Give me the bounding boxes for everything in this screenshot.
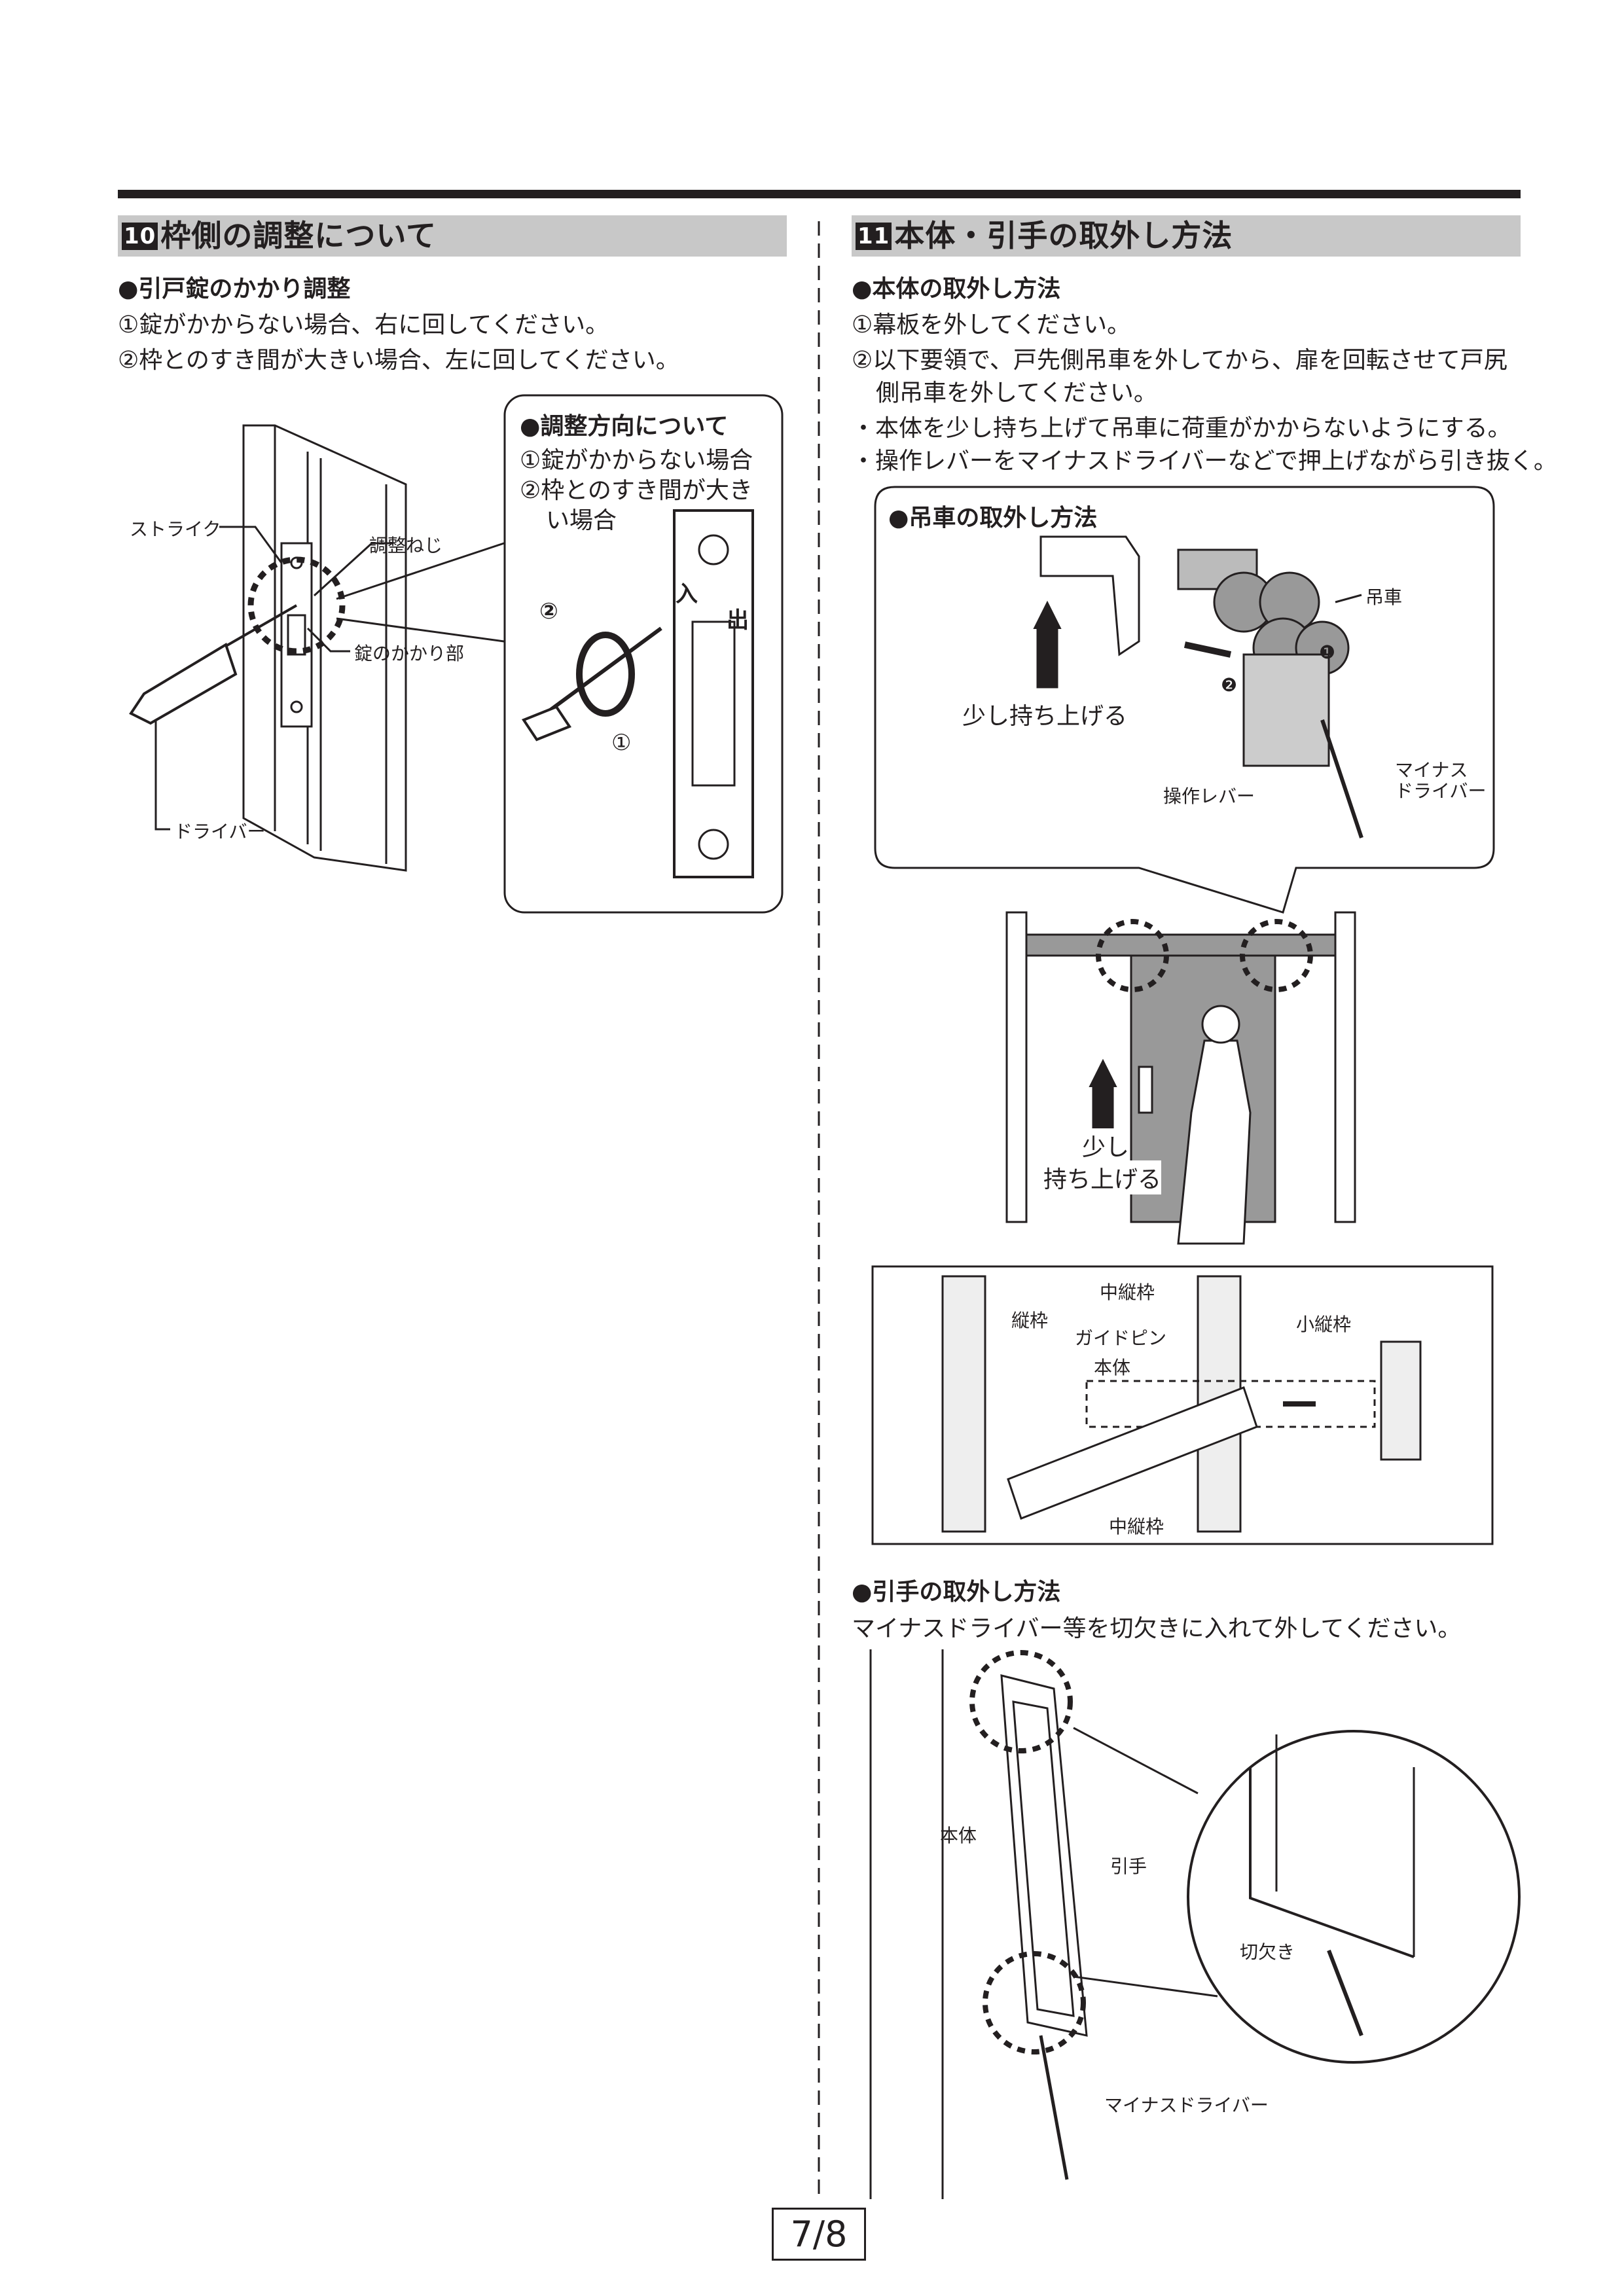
lever-label: 操作レバー xyxy=(1163,785,1255,807)
label-adjust-screw: 調整ねじ xyxy=(369,535,443,556)
section-number: 10 xyxy=(122,223,158,250)
lift-label: 少し持ち上げる xyxy=(962,703,1128,730)
label-notch: 切欠き xyxy=(1240,1941,1295,1963)
mark-1: ① xyxy=(611,730,632,756)
label-driver: マイナスドライバー xyxy=(1104,2094,1269,2116)
roller-callout-title: ●吊車の取外し方法 xyxy=(888,505,1098,531)
label-body: 本体 xyxy=(1094,1357,1131,1378)
label-middle-frame-bottom: 中縦枠 xyxy=(1109,1516,1164,1537)
label-handle: 引手 xyxy=(1110,1856,1147,1877)
driver-label-b: ドライバー xyxy=(1395,780,1487,802)
door-lift-b: 持ち上げる xyxy=(1043,1160,1162,1194)
plan-figure xyxy=(871,1265,1494,1545)
label-body: 本体 xyxy=(940,1825,977,1846)
mark-2: ❷ xyxy=(1221,674,1238,696)
door-figure xyxy=(1005,911,1356,1245)
step-2a: ②以下要領で、戸先側吊車を外してから、扉を回転させて戸尻 xyxy=(852,347,1507,374)
driver-label-a: マイナス xyxy=(1395,759,1468,781)
callout-line-1: ①錠がかからない場合 xyxy=(520,447,753,474)
mark-2: ② xyxy=(539,598,558,624)
strike-figure xyxy=(129,424,505,872)
section-title: 本体・引手の取外し方法 xyxy=(894,218,1233,253)
door-lift-a: 少し xyxy=(1082,1128,1130,1162)
step-2: ②枠とのすき間が大きい場合、左に回してください。 xyxy=(118,347,679,374)
label-vertical-frame: 縦枠 xyxy=(1011,1310,1049,1331)
section-number: 11 xyxy=(856,223,892,250)
handle-removal-text: マイナスドライバー等を切欠きに入れて外してください。 xyxy=(852,1615,1462,1642)
mark-1: ❶ xyxy=(1319,641,1336,663)
subheading: ●引戸錠のかかり調整 xyxy=(118,276,351,302)
label-latch-part: 錠のかかり部 xyxy=(354,643,465,664)
label-in: 入 xyxy=(676,581,698,607)
label-middle-frame-top: 中縦枠 xyxy=(1100,1282,1155,1303)
adjust-detail xyxy=(521,509,754,878)
label-out: 出 xyxy=(727,607,749,634)
step-1: ①錠がかからない場合、右に回してください。 xyxy=(118,312,609,338)
page-number: 7/8 xyxy=(772,2208,866,2261)
label-strike: ストライク xyxy=(130,518,221,540)
magnified-circle xyxy=(1187,1730,1521,2064)
callout-title: ●調整方向について xyxy=(520,413,729,440)
subheading-body-removal: ●本体の取外し方法 xyxy=(852,276,1061,302)
bullet-2: ・操作レバーをマイナスドライバーなどで押上げながら引き抜く。 xyxy=(852,448,1557,475)
top-rule xyxy=(118,190,1521,198)
callout-line-3: い場合 xyxy=(546,507,617,534)
label-small-frame: 小縦枠 xyxy=(1296,1314,1352,1335)
section-title: 枠側の調整について xyxy=(160,218,437,253)
callout-line-2: ②枠とのすき間が大き xyxy=(520,477,753,504)
label-driver: ドライバー xyxy=(174,821,266,842)
roller-label: 吊車 xyxy=(1365,586,1403,608)
handle-figure xyxy=(869,1649,1521,2199)
roller-callout-box xyxy=(874,486,1495,914)
step-2b: 側吊車を外してください。 xyxy=(876,380,1157,406)
label-guide-pin: ガイドピン xyxy=(1075,1327,1167,1349)
bullet-1: ・本体を少し持ち上げて吊車に荷重がかからないようにする。 xyxy=(852,415,1511,442)
subheading-handle-removal: ●引手の取外し方法 xyxy=(852,1579,1061,1605)
roller-detail xyxy=(1033,535,1363,838)
step-1: ①幕板を外してください。 xyxy=(852,312,1131,338)
highlight-circle xyxy=(247,556,346,655)
